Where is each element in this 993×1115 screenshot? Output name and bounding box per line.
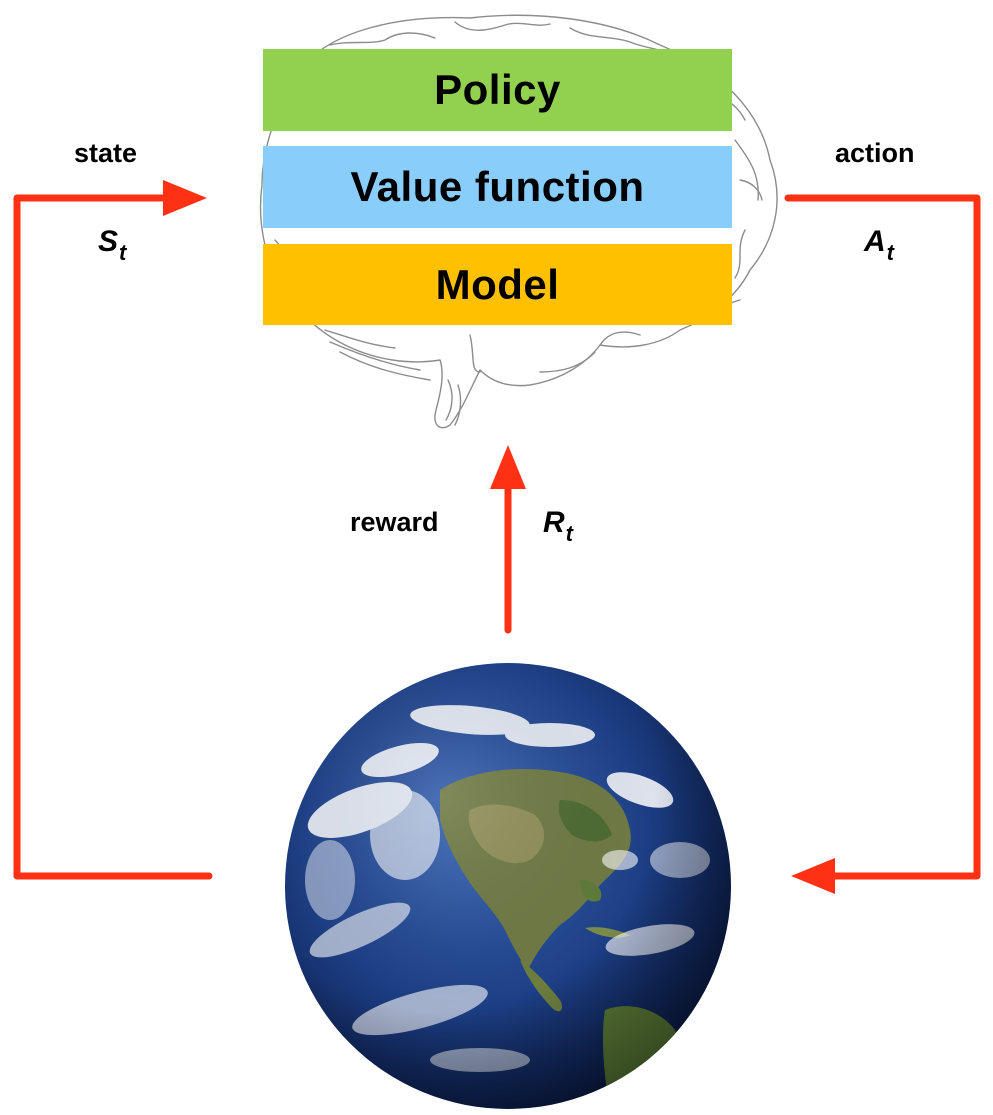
action-symbol: At bbox=[864, 225, 894, 265]
policy-label: Policy bbox=[434, 66, 561, 113]
action-label: action bbox=[835, 138, 915, 168]
state-symbol: St bbox=[98, 225, 127, 265]
reward-arrowhead bbox=[490, 445, 526, 489]
action-arrow bbox=[784, 194, 981, 880]
state-arrowhead bbox=[163, 180, 207, 216]
action-arrowhead bbox=[791, 858, 835, 894]
reward-label: reward bbox=[350, 507, 439, 537]
state-label: state bbox=[74, 138, 138, 168]
model-box: Model bbox=[263, 244, 732, 325]
policy-box: Policy bbox=[263, 49, 732, 131]
value-function-label: Value function bbox=[350, 163, 645, 210]
state-arrow bbox=[13, 194, 213, 880]
reward-symbol: Rt bbox=[543, 506, 573, 546]
value-function-box: Value function bbox=[263, 146, 732, 228]
model-label: Model bbox=[435, 260, 560, 308]
